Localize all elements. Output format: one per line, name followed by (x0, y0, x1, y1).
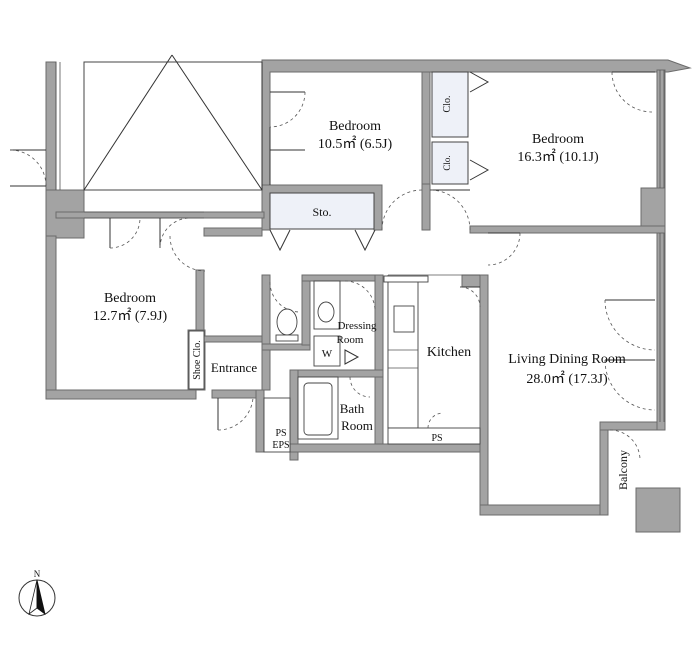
bedroom-c-name: Bedroom (104, 291, 156, 306)
storage-label: Sto. (312, 205, 331, 219)
bath-label-2: Room (341, 418, 373, 433)
compass: N (18, 569, 56, 617)
bedroom-b-area: 16.3㎡ (10.1J) (517, 149, 599, 165)
shoe-closet-label: Shoe Clo. (192, 340, 203, 379)
compass-needle-right (36, 579, 46, 615)
fixtures (263, 275, 481, 453)
doors (9, 71, 656, 461)
ps-label: PS (431, 433, 442, 444)
storage-fixtures (188, 71, 469, 390)
balcony-label: Balcony (616, 450, 630, 490)
ps-eps-label-1: PS (275, 428, 286, 439)
washer-label: W (322, 348, 333, 360)
void-area (83, 54, 263, 191)
bedroom-a-name: Bedroom (329, 119, 381, 134)
closet-label-1: Clo. (442, 96, 453, 113)
ldk-name: Living Dining Room (508, 352, 626, 367)
closet-label-2: Clo. (442, 155, 452, 170)
bath-label-1: Bath (340, 401, 365, 416)
room-labels: Bedroom 10.5㎡ (6.5J) Bedroom 16.3㎡ (10.1… (93, 96, 630, 490)
bedroom-b-name: Bedroom (532, 132, 584, 147)
ldk-area: 28.0㎡ (17.3J) (526, 371, 608, 387)
bedroom-a-area: 10.5㎡ (6.5J) (318, 136, 393, 152)
dressing-label-1: Dressing (337, 320, 377, 332)
bedroom-c-area: 12.7㎡ (7.9J) (93, 308, 168, 324)
ps-eps-label-2: EPS (272, 440, 289, 451)
north-label: N (34, 569, 41, 579)
kitchen-label: Kitchen (427, 345, 471, 360)
entrance-label: Entrance (211, 360, 257, 375)
dressing-label-2: Room (337, 334, 364, 346)
